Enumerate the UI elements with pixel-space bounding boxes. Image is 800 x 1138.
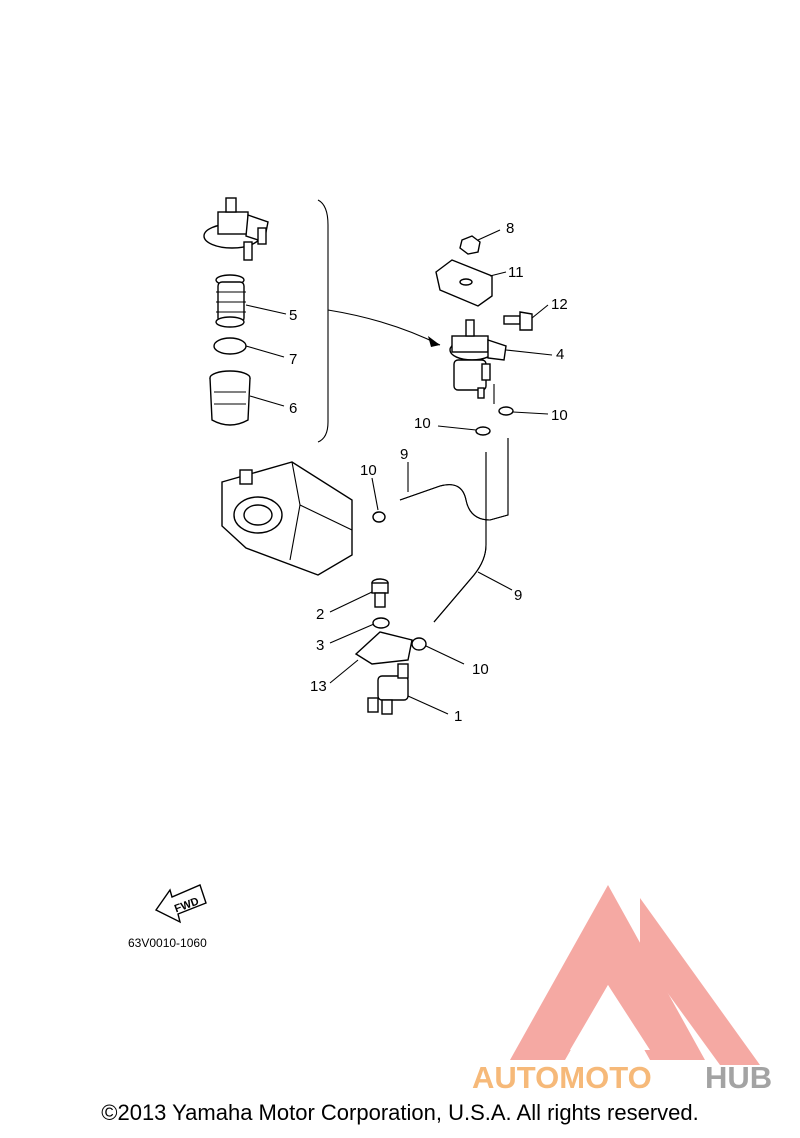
watermark-text-hub: HUB [705, 1060, 772, 1095]
assembly-arrow [327, 309, 441, 346]
callout-5: 5 [289, 307, 297, 324]
callout-1: 1 [454, 708, 462, 725]
callout-6: 6 [289, 400, 297, 417]
diagram-code: 63V0010-1060 [128, 936, 207, 950]
callout-3: 3 [316, 637, 324, 654]
watermark-logo: AUTOMOTO HUB [472, 885, 772, 1095]
callout-9-a: 9 [400, 446, 408, 463]
callout-13: 13 [310, 678, 327, 695]
bolt-2 [371, 578, 389, 608]
fuel-filter-4 [449, 319, 507, 399]
o-ring-7 [213, 337, 247, 355]
nut-8 [459, 235, 481, 255]
assembly-bracket [317, 199, 329, 443]
clip-10-a [498, 406, 514, 416]
copyright-notice: ©2013 Yamaha Motor Corporation, U.S.A. A… [101, 1100, 699, 1125]
callout-10-d: 10 [472, 661, 489, 678]
clip-10-c [372, 511, 386, 523]
callout-2: 2 [316, 606, 324, 623]
filter-cup-6 [209, 370, 251, 426]
callout-11: 11 [508, 264, 524, 281]
leader-lines [245, 229, 553, 715]
filter-head-exploded [203, 197, 269, 261]
connector-1 [367, 663, 409, 715]
callout-7: 7 [289, 351, 297, 368]
callout-9-b: 9 [514, 587, 522, 604]
callout-10-a: 10 [551, 407, 568, 424]
washer-3 [372, 617, 390, 629]
filter-element-5 [215, 274, 246, 328]
bolt-12 [503, 311, 533, 331]
callout-10-b: 10 [414, 415, 431, 432]
callout-10-c: 10 [360, 462, 377, 479]
callout-12: 12 [551, 296, 568, 313]
hose-9-lower [433, 452, 487, 623]
callout-8: 8 [506, 220, 514, 237]
fwd-arrow-icon: FWD [154, 884, 207, 924]
clip-10-b [475, 426, 491, 436]
clip-10-d [411, 637, 427, 651]
hose-9-upper [399, 438, 509, 521]
callout-4: 4 [556, 346, 564, 363]
bracket-13 [354, 631, 413, 665]
carburetor-body [221, 461, 353, 576]
watermark-text-automoto: AUTOMOTO [472, 1060, 652, 1095]
